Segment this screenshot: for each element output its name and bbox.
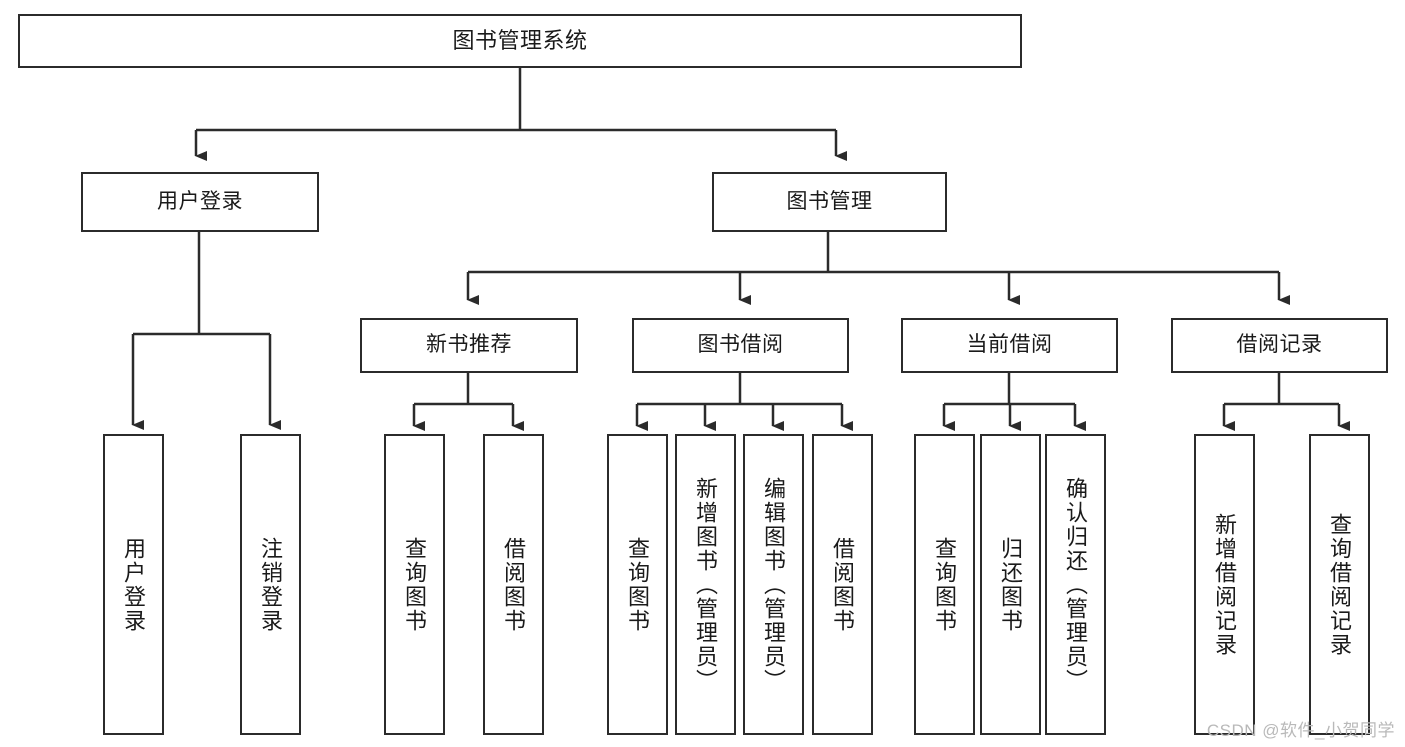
leaf-current-confirm-return-admin[interactable]: 确认归还（管理员） — [1045, 434, 1106, 735]
node-label: 借阅图书 — [830, 536, 856, 633]
node-label: 查询图书 — [402, 536, 428, 633]
node-label: 注销登录 — [258, 536, 284, 633]
node-label: 借阅记录 — [1236, 333, 1323, 357]
node-label: 新增借阅记录 — [1212, 512, 1238, 657]
node-label: 借阅图书 — [501, 536, 527, 633]
leaf-recommend-query-book[interactable]: 查询图书 — [384, 434, 445, 735]
node-label: 查询图书 — [625, 536, 651, 633]
node-label: 图书管理 — [786, 189, 873, 213]
node-root-book-management-system[interactable]: 图书管理系统 — [18, 14, 1022, 68]
leaf-user-login[interactable]: 用户登录 — [103, 434, 164, 735]
node-label: 用户登录 — [121, 536, 147, 633]
leaf-record-query-borrow-record[interactable]: 查询借阅记录 — [1309, 434, 1370, 735]
node-book-management[interactable]: 图书管理 — [712, 172, 947, 232]
node-label: 确认归还（管理员） — [1063, 476, 1089, 693]
node-label: 查询图书 — [932, 536, 958, 633]
leaf-borrow-borrow-book[interactable]: 借阅图书 — [812, 434, 873, 735]
csdn-watermark: CSDN @软件_小贺同学 — [1206, 721, 1395, 740]
node-current-borrow[interactable]: 当前借阅 — [901, 318, 1118, 373]
leaf-borrow-edit-book-admin[interactable]: 编辑图书（管理员） — [743, 434, 804, 735]
node-label: 新增图书（管理员） — [693, 476, 719, 693]
leaf-logout[interactable]: 注销登录 — [240, 434, 301, 735]
leaf-current-query-book[interactable]: 查询图书 — [914, 434, 975, 735]
node-new-book-recommend[interactable]: 新书推荐 — [360, 318, 578, 373]
node-label: 新书推荐 — [426, 333, 512, 357]
node-borrow-record[interactable]: 借阅记录 — [1171, 318, 1388, 373]
node-label: 图书管理系统 — [452, 28, 588, 54]
node-label: 当前借阅 — [966, 333, 1053, 357]
node-label: 用户登录 — [157, 189, 243, 213]
leaf-borrow-add-book-admin[interactable]: 新增图书（管理员） — [675, 434, 736, 735]
leaf-borrow-query-book[interactable]: 查询图书 — [607, 434, 668, 735]
leaf-record-add-borrow-record[interactable]: 新增借阅记录 — [1194, 434, 1255, 735]
node-user-login[interactable]: 用户登录 — [81, 172, 319, 232]
node-label: 查询借阅记录 — [1327, 512, 1353, 657]
node-book-borrow[interactable]: 图书借阅 — [632, 318, 849, 373]
node-label: 图书借阅 — [697, 333, 784, 357]
leaf-current-return-book[interactable]: 归还图书 — [980, 434, 1041, 735]
node-label: 编辑图书（管理员） — [761, 476, 787, 693]
leaf-recommend-borrow-book[interactable]: 借阅图书 — [483, 434, 544, 735]
node-label: 归还图书 — [998, 536, 1024, 633]
